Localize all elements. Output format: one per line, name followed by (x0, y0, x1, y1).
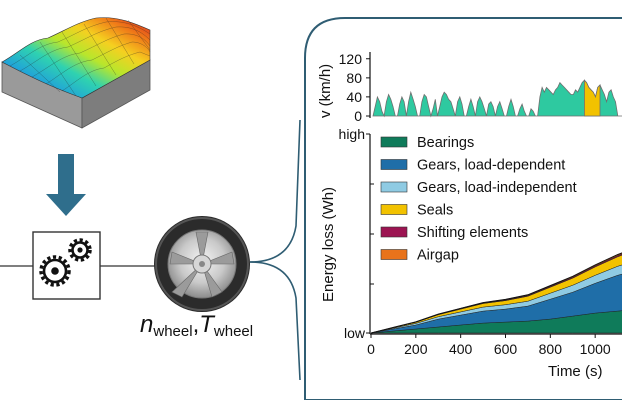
speed-y-tick-label: 80 (346, 70, 362, 86)
legend-swatch (380, 136, 408, 148)
wheel-speed-torque-label: nwheel,Twheel (140, 311, 253, 340)
legend-swatch (380, 159, 408, 170)
legend-label: Gears, load-independent (417, 180, 577, 196)
energy-x-tick-label: 800 (539, 341, 563, 357)
results-panel (304, 17, 622, 400)
energy-x-tick-label: 400 (449, 341, 473, 357)
speed-y-tick-label: 0 (354, 108, 362, 124)
energy-chart: highlow020040060080010001 Energy loss (W… (320, 126, 622, 380)
energy-y-tick-label: low (344, 325, 366, 341)
t-subscript: wheel (213, 323, 253, 340)
label-separator: , (193, 311, 200, 338)
speed-y-tick-label: 120 (339, 51, 363, 67)
energy-x-tick-label: 200 (404, 341, 428, 357)
legend-label: Shifting elements (417, 225, 528, 241)
energy-x-label: Time (s) (548, 363, 602, 380)
n-symbol: n (140, 311, 153, 338)
legend-swatch (380, 226, 408, 238)
gears-icon (32, 231, 101, 300)
callout-brace (249, 119, 301, 263)
energy-y-tick-label: high (339, 126, 365, 142)
energy-y-label: Energy loss (Wh) (320, 187, 337, 302)
speed-highlight-area (584, 79, 601, 117)
arrow-down-icon (46, 154, 86, 216)
speed-chart: 120 80 40 0 v (km/h) (317, 51, 622, 124)
legend-label: Seals (417, 203, 453, 219)
legend-swatch (380, 249, 408, 260)
energy-x-tick-label: 600 (494, 341, 518, 357)
energy-x-tick-label: 1000 (580, 341, 611, 357)
legend-label: Gears, load-dependent (417, 158, 565, 174)
legend-label: Airgap (417, 248, 459, 264)
speed-y-tick-label: 40 (346, 89, 362, 105)
t-symbol: T (199, 311, 216, 338)
wheel-icon (154, 216, 250, 312)
callout-brace-lower (249, 261, 301, 381)
legend-swatch (380, 204, 408, 215)
energy-x-tick-label: 0 (367, 341, 375, 357)
legend-swatch (380, 181, 408, 193)
speed-y-label: v (km/h) (317, 64, 334, 118)
n-subscript: wheel (152, 323, 192, 340)
legend-label: Bearings (417, 135, 474, 151)
energy-total-line (370, 245, 622, 334)
surface-plot-icon (1, 17, 151, 129)
